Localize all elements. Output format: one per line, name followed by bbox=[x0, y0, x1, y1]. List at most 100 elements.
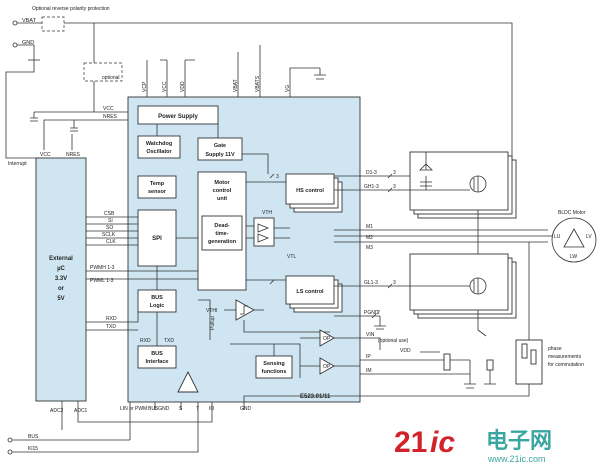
pin-clk: CLK bbox=[106, 239, 116, 245]
pin-m2: M2 bbox=[366, 235, 373, 241]
uc-title-line5: 5V bbox=[57, 296, 64, 302]
low-side-stage bbox=[409, 253, 509, 311]
vth-label: VTH bbox=[262, 210, 272, 216]
bus-driver-triangle bbox=[177, 370, 199, 393]
bus-logic-label-l1: BUS bbox=[151, 295, 163, 301]
motor-label-l2: control bbox=[213, 188, 232, 194]
power-stage bbox=[409, 151, 517, 389]
txd-internal-label: TXD bbox=[164, 338, 174, 344]
temp-label-l2: sensor bbox=[148, 189, 167, 195]
pin-s: S bbox=[179, 406, 183, 412]
phase-label-l3: for commutation bbox=[548, 362, 584, 368]
shunt-resistor bbox=[443, 353, 451, 371]
temp-sensor-block bbox=[137, 175, 177, 199]
power-supply-block bbox=[137, 105, 219, 125]
uc-adc1-label: ADC1 bbox=[74, 408, 88, 414]
external-uc: VCC NRES External µC 3.3V or 5V ADC2 ADC… bbox=[35, 119, 88, 414]
gate-supply-block bbox=[197, 137, 243, 161]
pin-pgnd: PGND bbox=[364, 310, 379, 316]
supply-input-area: VBAT GND Optional reverse polarity prote… bbox=[5, 6, 513, 200]
phase-measurement: phase measurements for commutation bbox=[243, 242, 584, 402]
hs-control-label: HS control bbox=[296, 188, 324, 194]
uc-adc2-label: ADC2 bbox=[50, 408, 64, 414]
bus-count-gh: 3 bbox=[393, 184, 396, 190]
interrupt-label: Interrupt bbox=[8, 161, 27, 167]
svg-text:3: 3 bbox=[276, 174, 279, 180]
vbat-label: VBAT bbox=[22, 18, 37, 24]
deadtime-label-l1: Dead- bbox=[214, 223, 229, 229]
phase-label-l1: phase bbox=[548, 346, 562, 352]
bus-label: BUS bbox=[28, 434, 39, 440]
pin-m3: M3 bbox=[366, 245, 373, 251]
bldc-motor: BLDC Motor LU LV LW bbox=[548, 210, 597, 263]
uc-title-line3: 3.3V bbox=[55, 276, 67, 282]
motor-lv: LV bbox=[586, 234, 592, 240]
pin-vbat: VBAT bbox=[233, 79, 239, 92]
rxd-internal-label: RXD bbox=[140, 338, 151, 344]
pullup-label: Pullup bbox=[210, 316, 216, 330]
vtl-label: VTL bbox=[287, 254, 296, 260]
right-pins: D1-3 GH1-3 M1 M2 M3 GL1-3 PGND VIN IP IM… bbox=[334, 170, 548, 375]
gate-supply-label-l2: Supply 11V bbox=[205, 152, 235, 158]
motor-lu: LU bbox=[554, 234, 561, 240]
motor-circle bbox=[551, 217, 597, 263]
watchdog-block bbox=[137, 135, 181, 159]
temp-label-l1: Temp bbox=[150, 181, 165, 187]
vth-comparators bbox=[253, 217, 275, 247]
pin-pwmh: PWMH 1-3 bbox=[90, 265, 115, 271]
pin-d13: D1-3 bbox=[366, 170, 377, 176]
vbat-terminal bbox=[12, 20, 18, 26]
motor-label-l3: unit bbox=[217, 196, 227, 202]
pin-csb: CSB bbox=[104, 211, 115, 217]
uc-title-line2: µC bbox=[57, 266, 65, 272]
pin-vin: VIN bbox=[366, 332, 375, 338]
watchdog-label-l2: Oscillator bbox=[146, 149, 172, 155]
kl15-terminal bbox=[7, 449, 13, 455]
uc-nres-label: NRES bbox=[66, 152, 81, 158]
kl15-label: Kl15 bbox=[28, 446, 38, 452]
pin-gh13: GH1-3 bbox=[364, 184, 379, 190]
pin-sclk: SCLK bbox=[102, 232, 116, 238]
pin-vcc-top: VCC bbox=[162, 81, 168, 92]
pin-pwml: PWML 1-3 bbox=[90, 278, 114, 284]
bus-logic-label-l2: Logic bbox=[150, 303, 165, 309]
uc-chip-signals: CSB SI SO SCLK CLK PWMH 1-3 PWML 1-3 RXD… bbox=[86, 211, 198, 331]
sensing-label-l1: Sensing bbox=[263, 361, 284, 367]
pin-vg: VG bbox=[285, 85, 291, 92]
vdd-label: VDD bbox=[400, 348, 411, 354]
bus-count-d: 3 bbox=[393, 170, 396, 176]
optional-label: optional bbox=[102, 75, 120, 81]
hs-control-block bbox=[285, 173, 335, 205]
pin-gl13: GL1-3 bbox=[364, 280, 378, 286]
chip-vcc-label: VCC bbox=[103, 106, 114, 112]
reverse-protection-box bbox=[41, 16, 65, 32]
pin-t: T bbox=[196, 406, 199, 412]
ls-control-block bbox=[285, 275, 335, 305]
pin-txd: TXD bbox=[106, 324, 116, 330]
phase-label-l2: measurements bbox=[548, 354, 582, 360]
pin-m1: M1 bbox=[366, 224, 373, 230]
chip-e523: VCP VCC VDD VBAT VBATS VG Power Supply W… bbox=[120, 45, 361, 440]
pin-vbats: VBATS bbox=[255, 75, 261, 92]
watermark-cn: 电子网 bbox=[486, 428, 552, 453]
chip-nres-label: NRES bbox=[103, 114, 118, 120]
deadtime-label-l3: generation bbox=[208, 239, 237, 245]
watermark-ic: ic bbox=[430, 426, 455, 459]
optional-box bbox=[83, 62, 123, 82]
op-amp-2-label: OP bbox=[323, 364, 331, 370]
spi-label: SPI bbox=[152, 236, 162, 242]
bottom-bus: BUS Kl15 bbox=[7, 401, 213, 455]
pin-busgnd: BUSGND bbox=[148, 406, 170, 412]
phase-divider-box bbox=[515, 339, 543, 385]
pin-io: IO bbox=[209, 406, 214, 412]
ls-control-label: LS control bbox=[296, 289, 324, 295]
motor-lw: LW bbox=[570, 254, 577, 260]
pin-vdd: VDD bbox=[180, 81, 186, 92]
pin-vcp: VCP bbox=[142, 81, 148, 92]
watermark-url: www.21ic.com bbox=[487, 454, 546, 464]
watermark: 21 ic 电子网 www.21ic.com bbox=[394, 426, 552, 464]
motor-label: BLDC Motor bbox=[558, 210, 586, 216]
uc-title-line1: External bbox=[49, 256, 73, 262]
gnd-label: GND bbox=[22, 40, 34, 46]
